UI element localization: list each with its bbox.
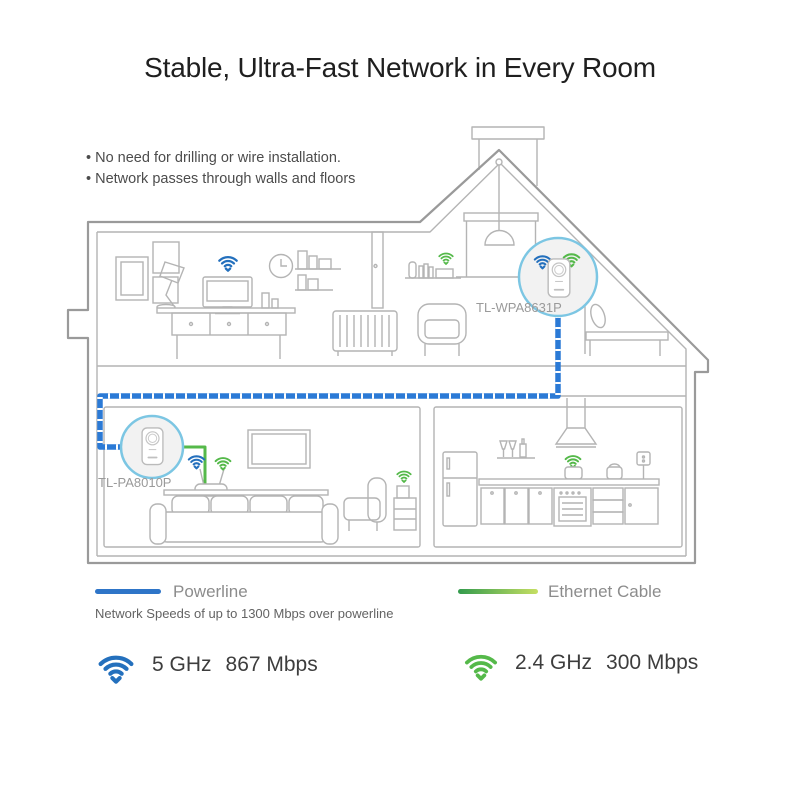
living-room-outline	[103, 406, 421, 548]
kettle	[606, 463, 623, 480]
fridge	[442, 451, 478, 527]
kitchen-speaker-wifi-icon	[564, 455, 582, 469]
attic-device: TL-WPA8631P	[476, 236, 599, 318]
kitchen	[442, 398, 660, 527]
band-5ghz-freq: 5 GHz	[152, 652, 212, 676]
band-24ghz-freq: 2.4 GHz	[515, 651, 593, 674]
cabinet-device-wifi-icon	[396, 470, 412, 483]
router-wifi-24ghz-icon	[214, 457, 232, 471]
radiator	[332, 310, 398, 356]
chimney	[471, 126, 545, 186]
band-5ghz: 5 GHz 867 Mbps	[93, 645, 318, 684]
armchair-living	[343, 477, 387, 531]
living-room: TL-PA8010P	[98, 414, 417, 545]
bed	[584, 300, 669, 356]
wifi-24ghz-icon	[460, 645, 502, 681]
powerline-cable	[97, 316, 561, 450]
attic-powerline-adapter-icon	[547, 258, 571, 298]
tv	[247, 429, 311, 469]
sofa	[149, 489, 339, 545]
ethernet-cable-living	[181, 445, 207, 486]
house-structure	[66, 126, 710, 565]
picture-frames	[115, 241, 180, 304]
wall-clock	[268, 253, 294, 279]
attic-device-label: TL-WPA8631P	[476, 300, 562, 315]
living-device: TL-PA8010P	[98, 414, 185, 490]
kitchen-outline	[433, 406, 683, 548]
band-5ghz-speed: 867 Mbps	[225, 652, 318, 676]
roof-peak-joint	[495, 158, 503, 166]
outer-walls-roof	[66, 148, 710, 565]
attic-shelf	[405, 261, 461, 279]
bullet-walls-floors: Network passes through walls and floors	[86, 169, 355, 190]
ethernet-legend-line	[458, 589, 538, 594]
door	[371, 231, 384, 309]
glass-shelf	[497, 438, 535, 459]
side-cabinet	[393, 485, 417, 531]
kitchen-counter	[478, 478, 660, 527]
powerline-legend-label: Powerline	[173, 582, 248, 601]
living-device-label: TL-PA8010P	[98, 475, 171, 490]
monitor-wifi-icon	[218, 255, 238, 272]
power-outlet	[636, 451, 651, 479]
upper-floor	[115, 231, 669, 359]
wall-shelves	[295, 250, 341, 291]
attic-shelf-wifi-icon	[438, 252, 454, 265]
armchair-upper	[417, 303, 467, 356]
smart-speaker	[564, 466, 583, 480]
living-powerline-adapter-icon	[141, 427, 164, 466]
powerline-speed-note: Network Speeds of up to 1300 Mbps over p…	[95, 606, 394, 621]
bullet-no-drilling: No need for drilling or wire installatio…	[86, 148, 355, 169]
band-24ghz-speed: 300 Mbps	[606, 651, 699, 674]
powerline-legend-line	[95, 589, 161, 594]
page-title: Stable, Ultra-Fast Network in Every Room	[144, 52, 656, 83]
desktop-monitor	[202, 276, 253, 315]
router-wifi-5ghz-icon	[187, 455, 206, 470]
sideboard	[156, 292, 296, 359]
band-24ghz: 2.4 GHz 300 Mbps	[460, 645, 698, 681]
pendant-lamp	[484, 165, 515, 246]
ethernet-legend-label: Ethernet Cable	[548, 582, 662, 601]
wifi-5ghz-icon	[93, 645, 139, 684]
feature-bullets: No need for drilling or wire installatio…	[86, 148, 355, 190]
range-hood	[554, 398, 598, 448]
